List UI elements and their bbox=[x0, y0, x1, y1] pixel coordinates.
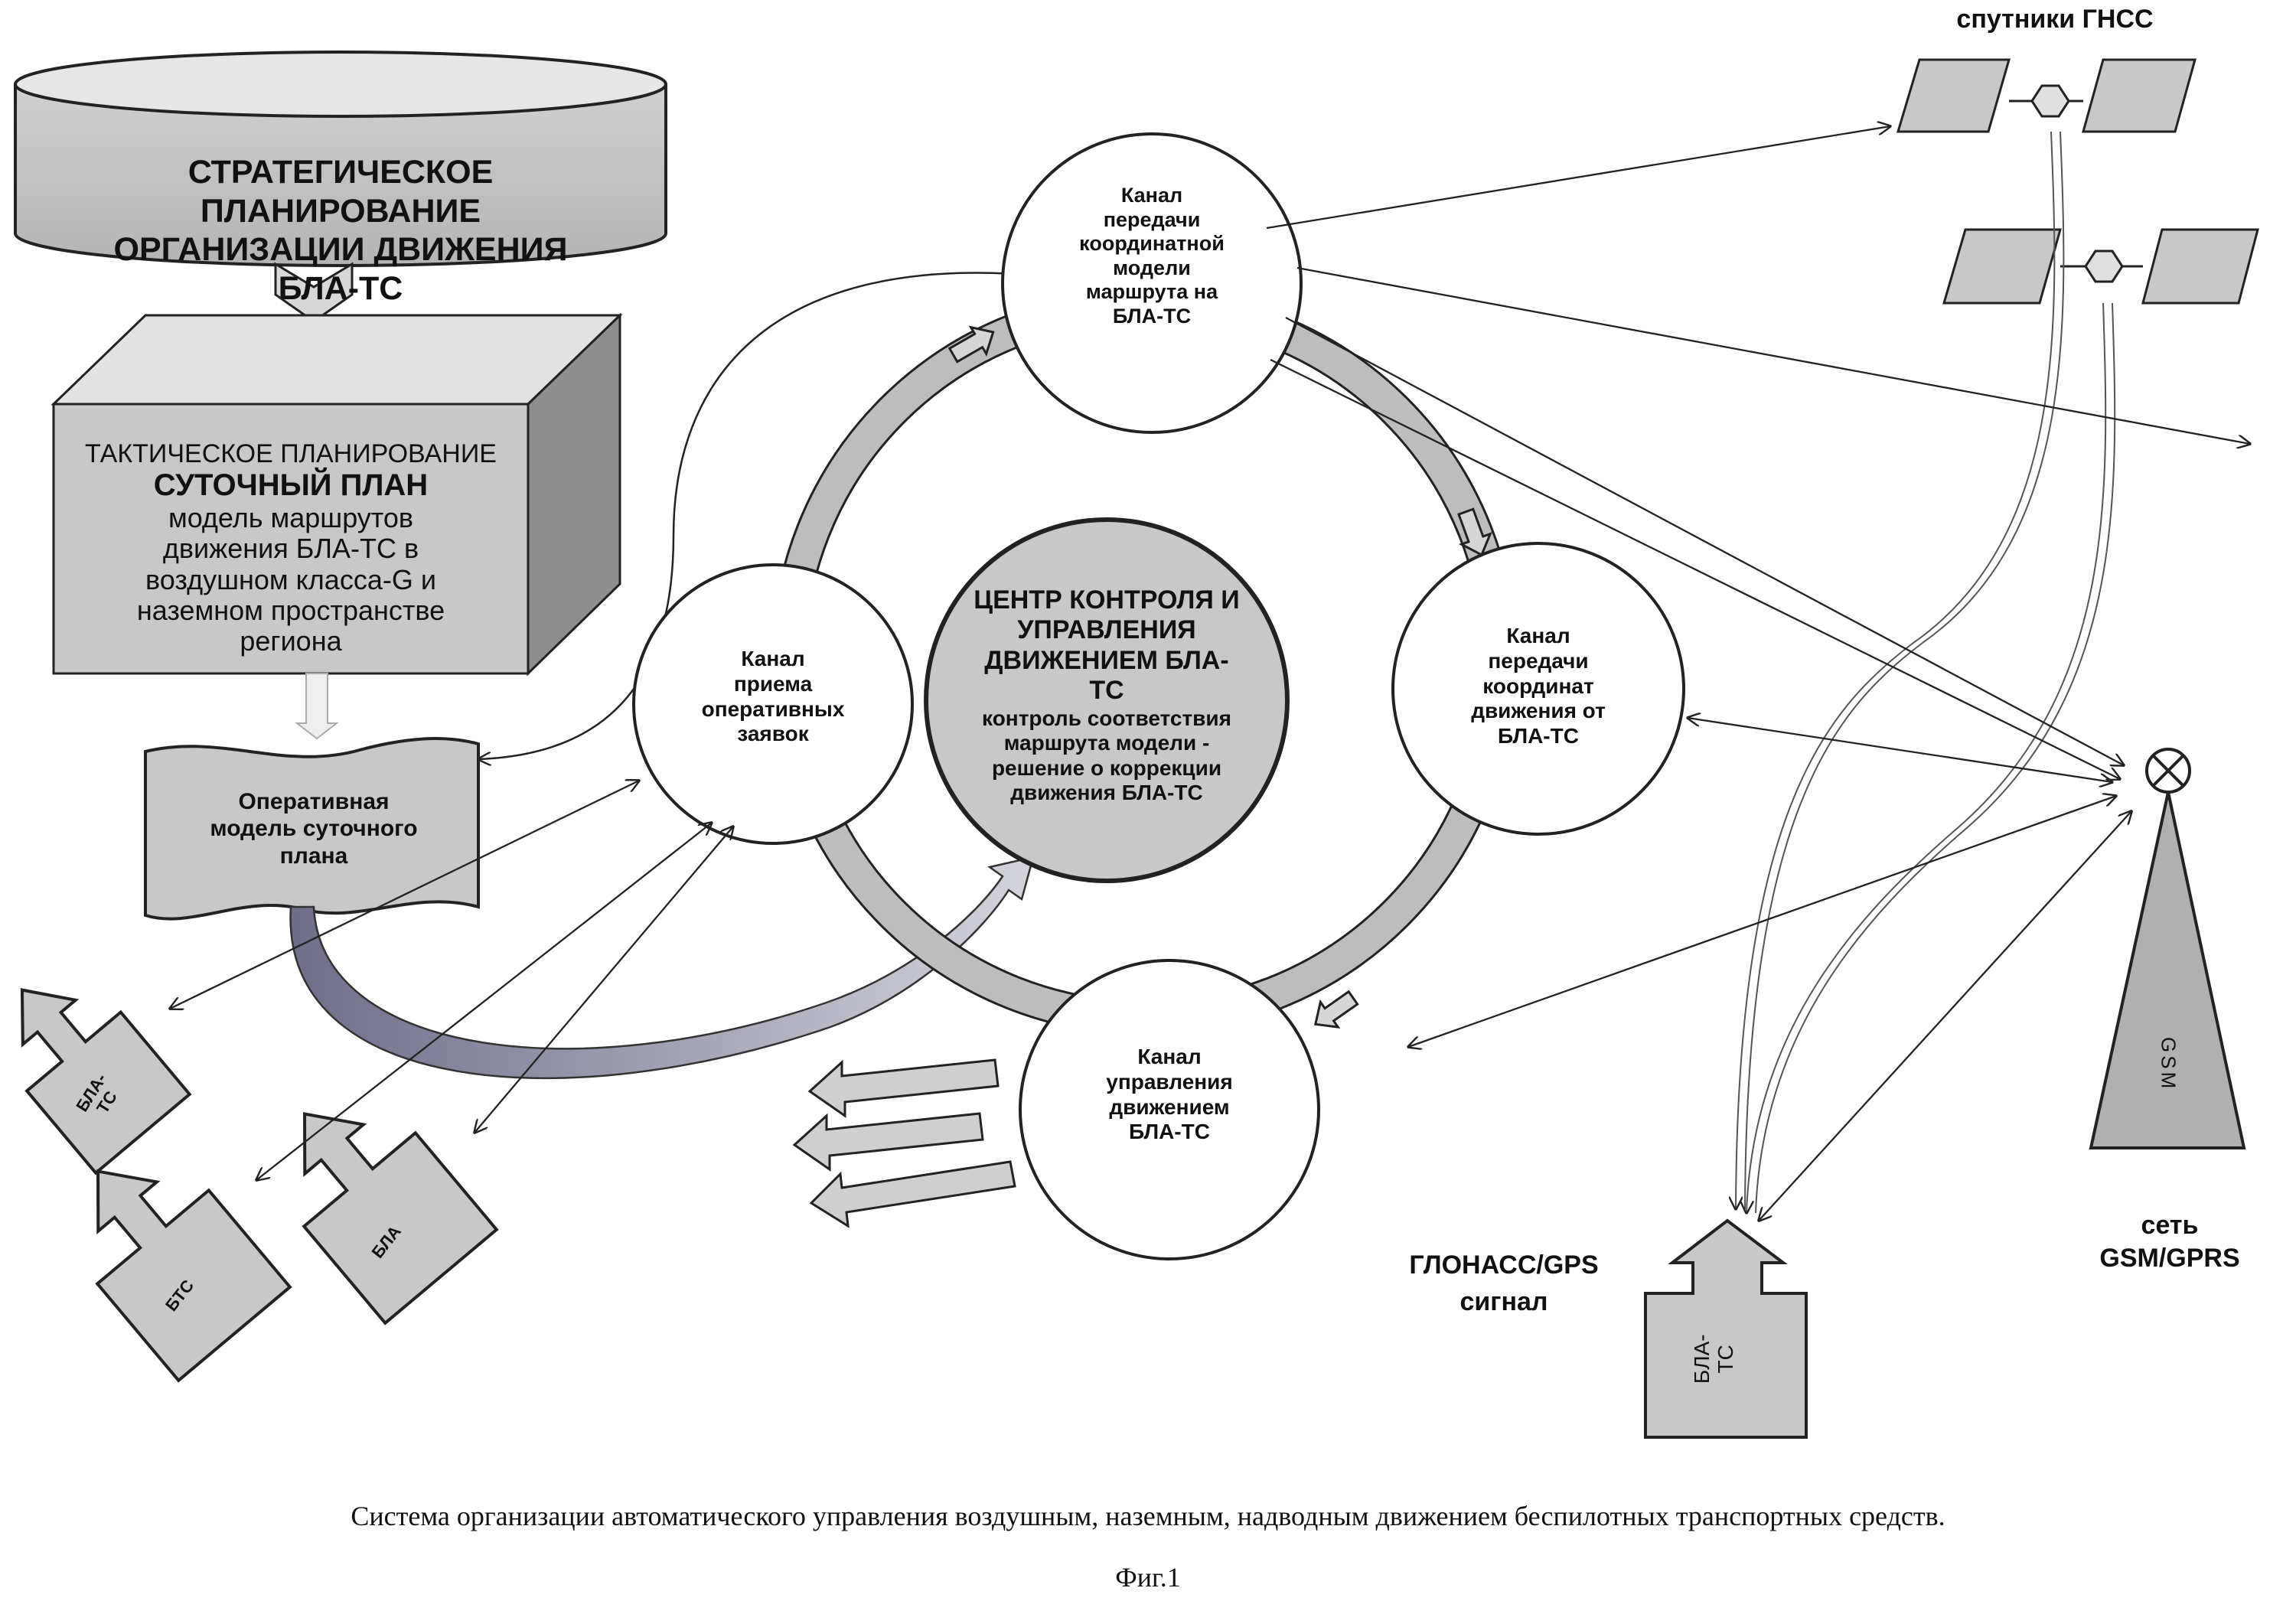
figure-label: Фиг.1 bbox=[1115, 1562, 1181, 1593]
tactical-box bbox=[51, 312, 623, 677]
vehicle-right-label: БЛА- ТС bbox=[1690, 1334, 1737, 1384]
outgoing-arrow-2 bbox=[792, 1112, 984, 1172]
connector-lines bbox=[170, 126, 2250, 1221]
vehicle-left-top bbox=[20, 988, 192, 1175]
figure-caption: Система организации автоматического упра… bbox=[351, 1501, 1945, 1531]
ring-arrow-bottom bbox=[1313, 990, 1359, 1029]
outgoing-arrow-3 bbox=[809, 1160, 1016, 1228]
ring-arrow-top bbox=[947, 325, 995, 364]
chevron-down-icon bbox=[274, 262, 354, 323]
strategic-title: СТРАТЕГИЧЕСКОЕ ПЛАНИРОВАНИЕ ОРГАНИЗАЦИИ … bbox=[113, 154, 568, 308]
arrow-down-light bbox=[295, 673, 339, 740]
operational-model-label: Оперативная модель суточного плана bbox=[210, 789, 418, 869]
satellites-label: спутники ГНСС bbox=[1956, 5, 2154, 34]
channel-left-circle[interactable] bbox=[632, 563, 914, 845]
satellite-2 bbox=[1942, 228, 2259, 305]
channel-right-label: Канал передачи координат движения от БЛА… bbox=[1471, 624, 1606, 748]
channel-bottom-circle[interactable] bbox=[1019, 959, 1320, 1260]
channel-top-label: Канал передачи координатной модели маршр… bbox=[1079, 184, 1225, 328]
gsm-tower-label: GSM bbox=[2157, 1037, 2180, 1092]
vehicle-right bbox=[1644, 1218, 1808, 1439]
vehicle-bts bbox=[95, 1169, 292, 1383]
strategic-cylinder bbox=[14, 51, 667, 267]
center-circle bbox=[924, 517, 1290, 883]
center-label: ЦЕНТР КОНТРОЛЯ И УПРАВЛЕНИЯ ДВИЖЕНИЕМ БЛ… bbox=[974, 585, 1240, 805]
outgoing-arrows bbox=[792, 1058, 1016, 1228]
outgoing-arrow-1 bbox=[807, 1058, 1000, 1118]
channel-left-label: Канал приема оперативных заявок bbox=[701, 647, 845, 746]
satellite-1 bbox=[1896, 58, 2197, 133]
channel-top-circle[interactable] bbox=[1001, 132, 1303, 434]
glonass-label: ГЛОНАСС/GPS сигнал bbox=[1409, 1250, 1599, 1316]
channel-bottom-label: Канал управления движением БЛА-ТС bbox=[1106, 1045, 1233, 1144]
tactical-title: ТАКТИЧЕСКОЕ ПЛАНИРОВАНИЕ СУТОЧНЫЙ ПЛАН м… bbox=[85, 439, 497, 657]
ring-arrow-right bbox=[1457, 507, 1492, 557]
gsm-network-label: сеть GSM/GPRS bbox=[2099, 1211, 2240, 1273]
satellite-signals bbox=[1736, 131, 2116, 1213]
feedback-line bbox=[478, 272, 1038, 759]
